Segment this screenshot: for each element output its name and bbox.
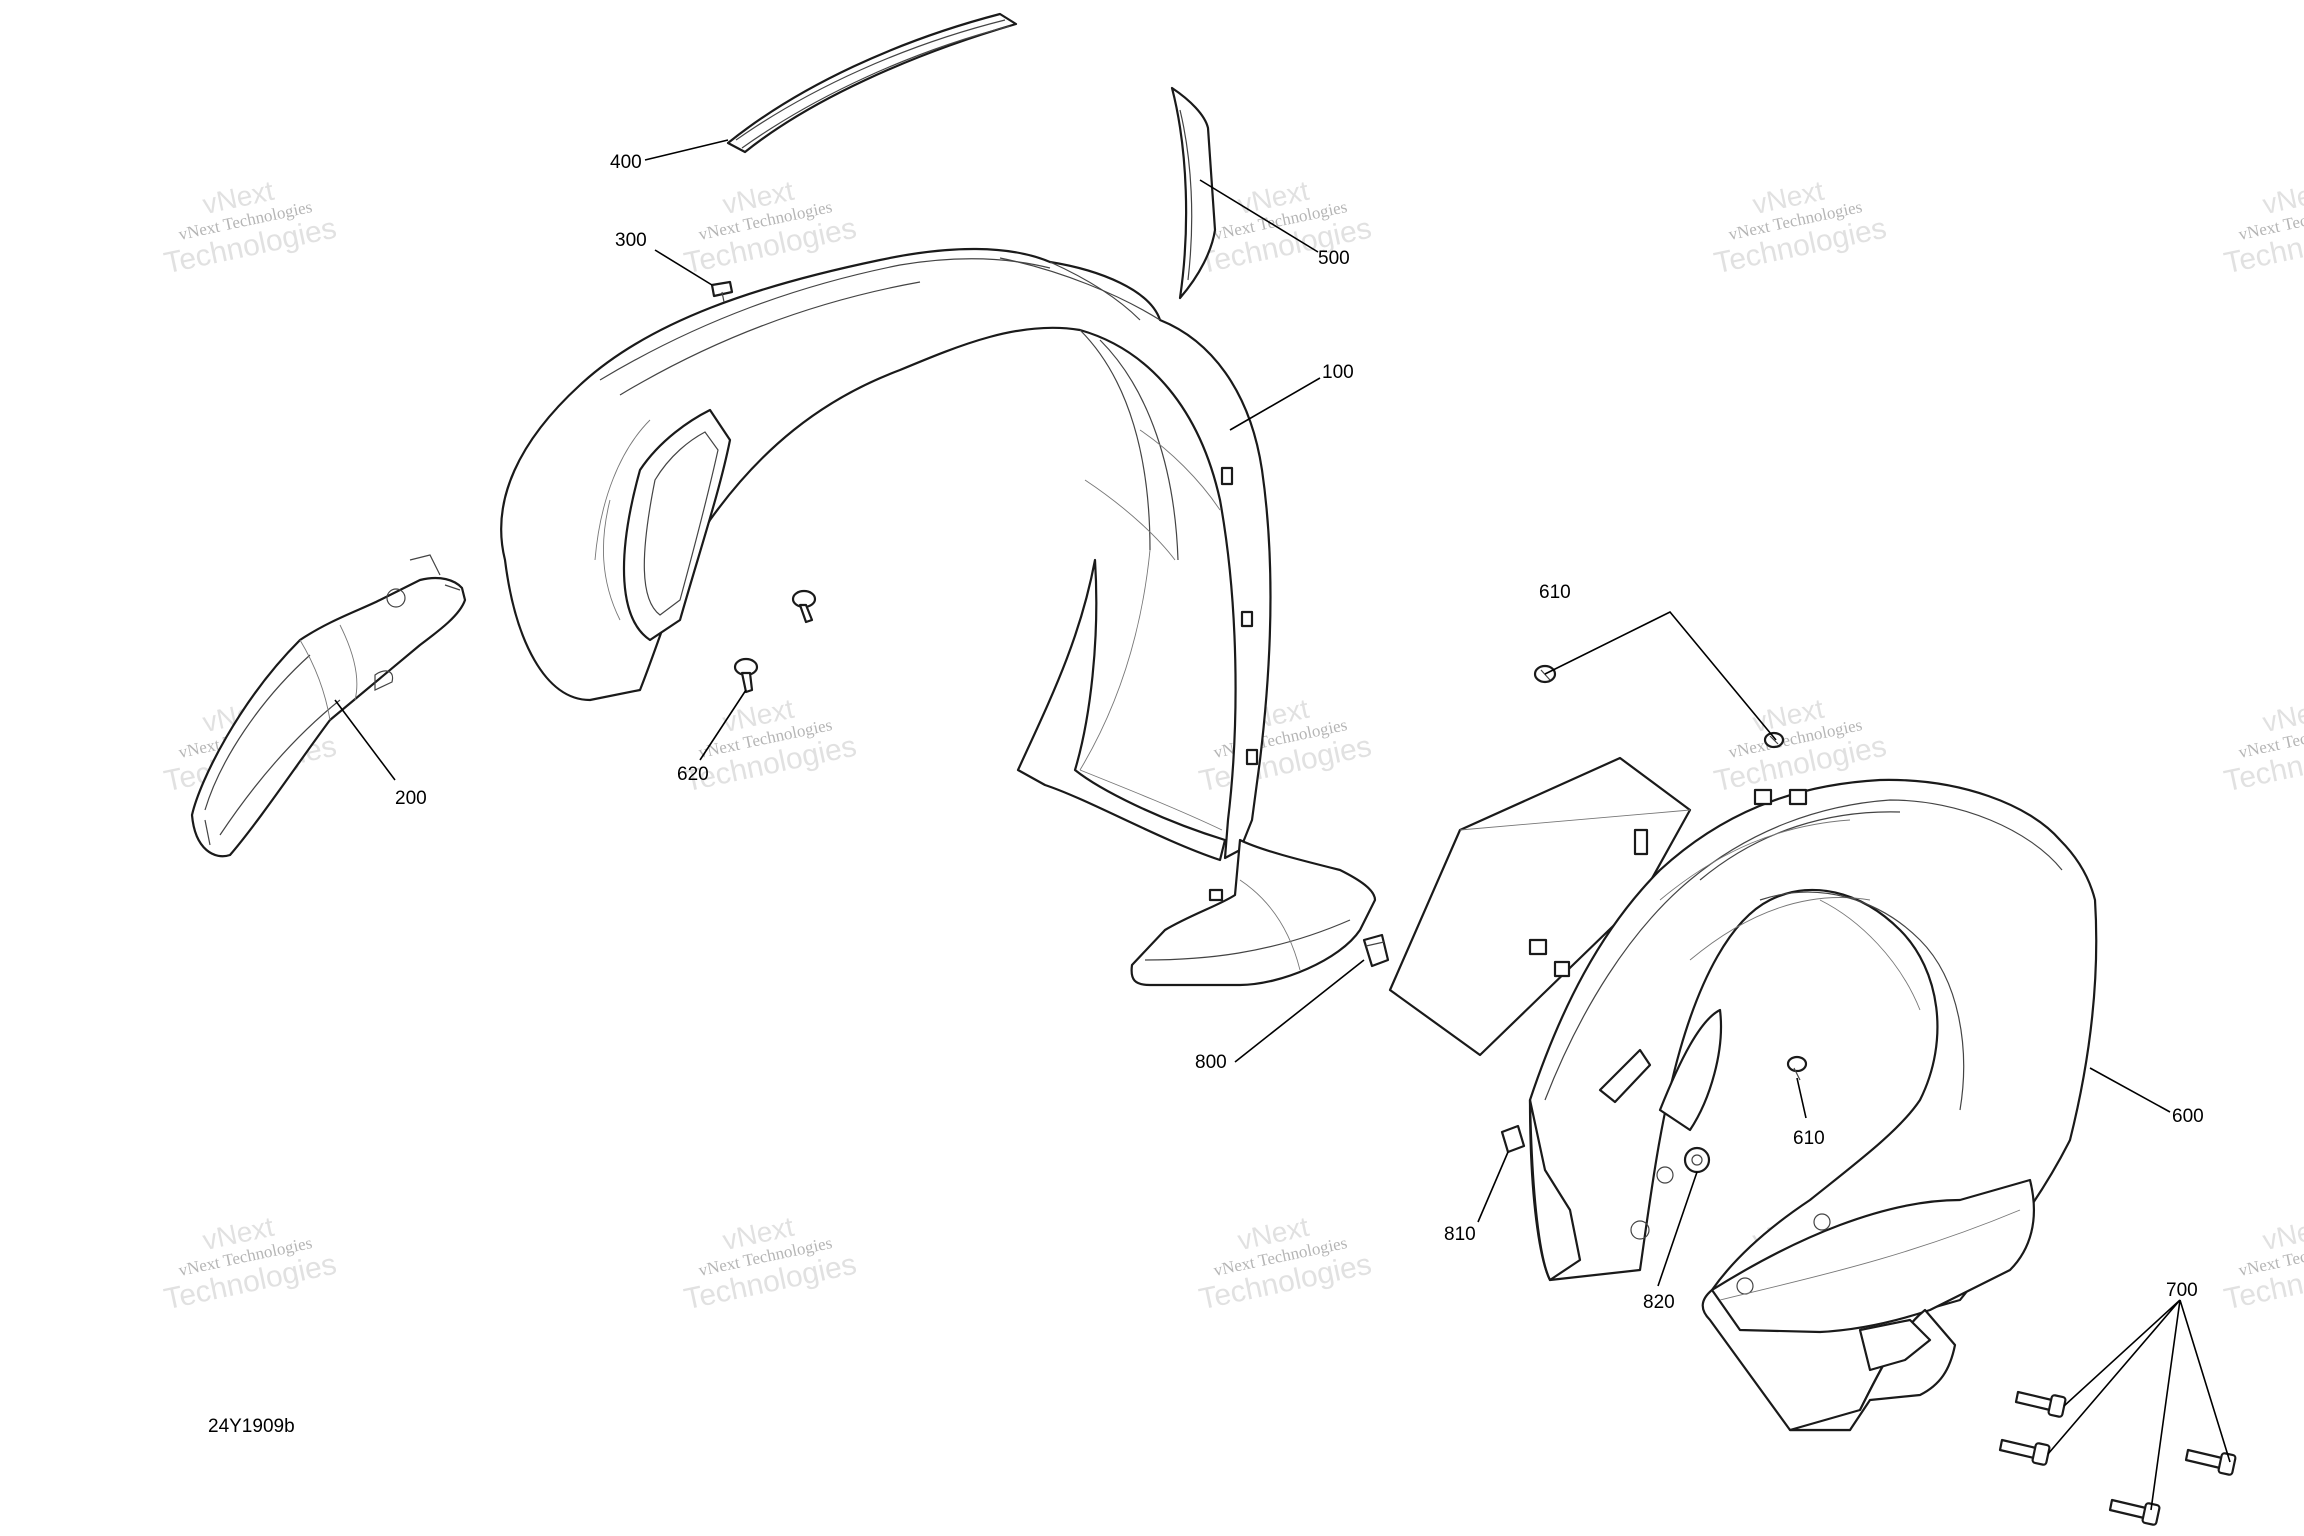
- leader-610-upper: [1544, 611, 1777, 741]
- watermark-10: vNext vNext Technologies Technologies: [2221, 693, 2304, 799]
- drawing-id: 24Y1909b: [208, 1416, 295, 1437]
- watermark-4: vNext vNext Technologies Technologies: [1711, 175, 1889, 281]
- callout-400: 400: [610, 152, 642, 173]
- callout-620: 620: [677, 764, 709, 785]
- tab: [1753, 788, 1773, 806]
- callout-300: 300: [615, 230, 647, 251]
- part-700-bolt-2: [1998, 1438, 2051, 1466]
- watermark-5: vNext vNext Technologies Technologies: [2221, 175, 2304, 281]
- tab: [1788, 788, 1808, 806]
- watermark-11: vNext vNext Technologies Technologies: [161, 1211, 339, 1317]
- tab: [1528, 938, 1548, 956]
- leader-200: [334, 699, 396, 781]
- leader-700: [2047, 1299, 2231, 1511]
- part-500-side-panel: [1170, 86, 1217, 300]
- clip: [1208, 888, 1224, 902]
- clip: [1240, 610, 1254, 628]
- part-600-rear-fender: [1388, 756, 2098, 1432]
- watermark-13: vNext vNext Technologies Technologies: [1196, 1211, 1374, 1317]
- tab: [1633, 828, 1649, 856]
- leader-620: [699, 689, 747, 761]
- callout-100: 100: [1322, 362, 1354, 383]
- part-820-nut: [1683, 1146, 1711, 1174]
- part-620-screw-upper: [791, 589, 817, 624]
- leader-820: [1657, 1171, 1698, 1287]
- part-800-clip: [1362, 933, 1390, 968]
- leader-300: [654, 249, 713, 286]
- callout-820: 820: [1643, 1292, 1675, 1313]
- part-700-bolt-3: [2184, 1448, 2237, 1476]
- part-300-screw: [710, 280, 734, 303]
- part-610-screw-lower: [1786, 1055, 1808, 1081]
- callout-800: 800: [1195, 1052, 1227, 1073]
- leader-810: [1477, 1151, 1509, 1223]
- part-100-fender: [500, 247, 1377, 987]
- leader-lines: [334, 139, 2231, 1511]
- callout-500: 500: [1318, 248, 1350, 269]
- watermark-3: vNext vNext Technologies Technologies: [1196, 175, 1374, 281]
- part-610-screw-middle: [1763, 731, 1785, 749]
- leader-610-lower: [1796, 1077, 1807, 1119]
- part-400-trim-strip: [726, 12, 1018, 154]
- watermark-2: vNext vNext Technologies Technologies: [681, 175, 859, 281]
- leader-100: [1229, 377, 1321, 431]
- leader-400: [644, 139, 729, 161]
- callout-600: 600: [2172, 1106, 2204, 1127]
- part-200-lamp: [190, 554, 467, 858]
- watermark-1: vNext vNext Technologies Technologies: [161, 175, 339, 281]
- leader-600: [2089, 1067, 2171, 1113]
- clip: [1245, 748, 1259, 766]
- part-620-screw-lower: [733, 657, 759, 694]
- part-810-clip: [1500, 1124, 1526, 1154]
- callout-810: 810: [1444, 1224, 1476, 1245]
- watermark-15: vNext vNext Technologies Technologies: [2221, 1211, 2304, 1317]
- callout-200: 200: [395, 788, 427, 809]
- clip: [1220, 466, 1234, 486]
- callout-labels: 400 300 500 100 200 620 610 800 610 600 …: [208, 152, 2204, 1437]
- watermark-12: vNext vNext Technologies Technologies: [681, 1211, 859, 1317]
- leader-800: [1234, 959, 1365, 1063]
- tab: [1553, 960, 1571, 978]
- part-700-bolt-4: [2108, 1498, 2161, 1526]
- watermark-8: vNext vNext Technologies Technologies: [1196, 693, 1374, 799]
- part-700-bolt-1: [2014, 1390, 2067, 1418]
- callout-610-lower: 610: [1793, 1128, 1825, 1149]
- callout-610-upper: 610: [1539, 582, 1571, 603]
- callout-700: 700: [2166, 1280, 2198, 1301]
- leader-500: [1199, 179, 1319, 253]
